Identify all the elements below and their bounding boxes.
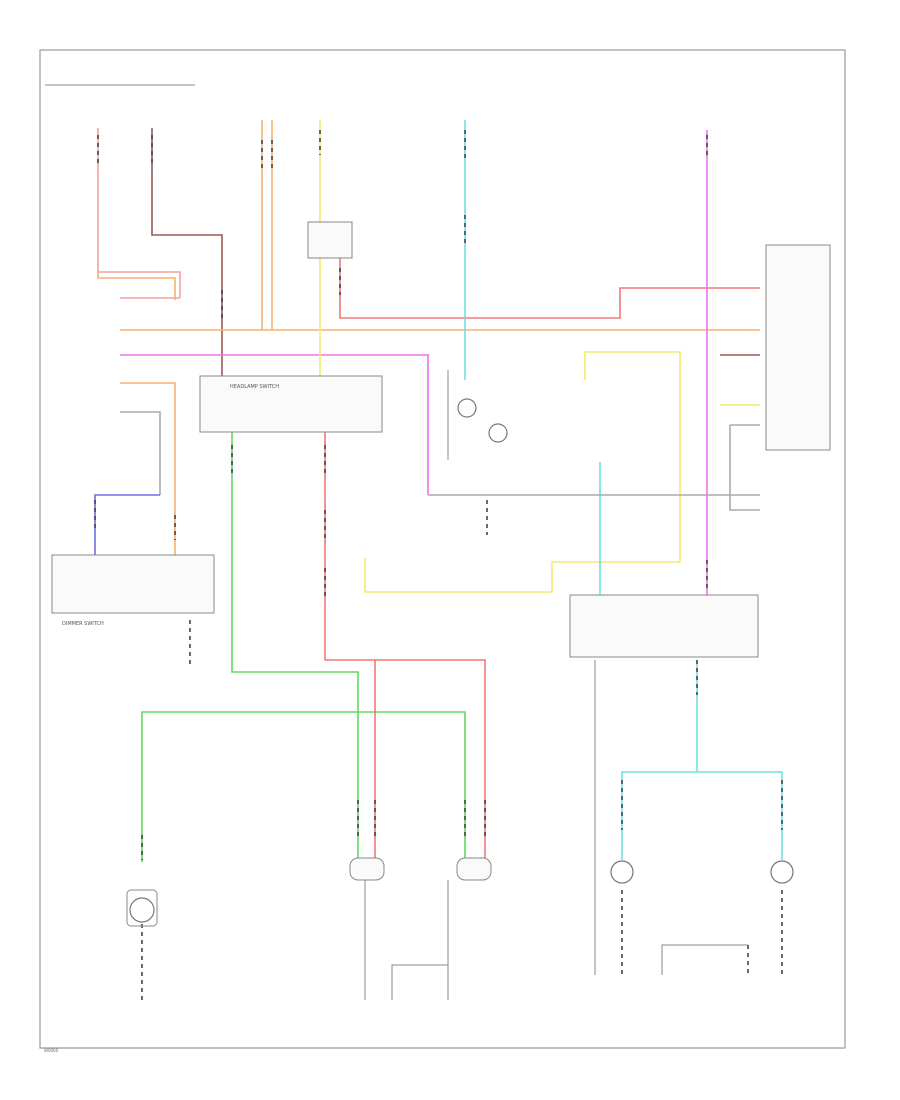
wire-grey-bus: [120, 411, 161, 495]
wire-red-headlamp: [324, 432, 486, 860]
left-fog-lamp-icon: [610, 860, 634, 884]
right-fog-lamp-icon: [770, 860, 794, 884]
wire-cyan-fog: [621, 660, 783, 860]
diagram-border: [39, 49, 846, 1049]
wire-green-lower: [141, 711, 466, 862]
daytime-running-module: [569, 594, 759, 658]
headlamp-switch-box: [199, 375, 383, 433]
fog-indicator-icon: [488, 423, 508, 443]
wire-blue-dimmer: [94, 494, 160, 555]
high-beam-lamp-icon: [129, 897, 155, 923]
left-headlamp-body: [349, 857, 385, 881]
right-headlamp-body: [456, 857, 492, 881]
wire-orange-feed: [120, 382, 176, 555]
wire-yellow-loop: [364, 351, 681, 593]
dimmer-switch-box: [51, 554, 215, 614]
fuse-junction-box-box: [765, 244, 831, 451]
fog-lamp-relay: [307, 221, 353, 259]
headlamp-switch-label: HEADLAMP SWITCH: [230, 384, 279, 390]
ground-lead: [661, 944, 748, 975]
fog-lamp-relay-box: [307, 221, 353, 259]
wire-red-bus: [339, 245, 760, 319]
fuse-junction-box: [765, 244, 831, 451]
wire-magenta-bus: [120, 354, 429, 495]
high-beam-indicator-icon: [457, 398, 477, 418]
wire-layer: [94, 120, 783, 862]
daytime-running-module-box: [569, 594, 759, 658]
connector-marks: [94, 130, 783, 1000]
ground-lead: [391, 964, 448, 1000]
wire-pink-fuse-left: [97, 128, 181, 298]
wire-brown-fuse: [151, 128, 223, 380]
wire-green-headlamp: [231, 432, 359, 860]
dimmer-switch: DIMMER SWITCH: [51, 554, 215, 627]
footer-code: W0000: [44, 1048, 59, 1053]
wire-orange-fuse-left: [97, 272, 176, 300]
high-beam-lamp-housing: [126, 889, 158, 927]
wire-grey-connector: [729, 424, 760, 511]
left-headlamp: [349, 857, 385, 881]
dimmer-switch-label: DIMMER SWITCH: [62, 621, 104, 627]
headlamp-switch: HEADLAMP SWITCH: [199, 375, 383, 433]
right-headlamp: [456, 857, 492, 881]
